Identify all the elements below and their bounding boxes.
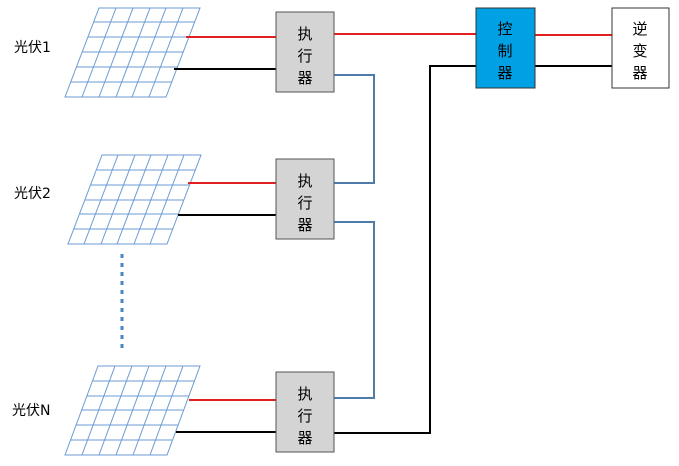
inverter-char-3: 器	[632, 64, 647, 82]
pv-label-2: 光伏2	[14, 186, 51, 202]
controller-char-2: 制	[497, 42, 512, 60]
output-negative-wire	[334, 65, 476, 434]
actuator-n: 执 行 器	[275, 371, 335, 453]
pv-panel-1	[64, 7, 201, 98]
actuator-2-char-1: 执	[297, 172, 312, 190]
inverter-char-1: 逆	[632, 20, 647, 38]
pv-panel-n	[64, 365, 201, 456]
controller-char-1: 控	[497, 20, 512, 38]
actuator-1-char-1: 执	[297, 25, 312, 43]
actuator-1: 执 行 器	[275, 11, 335, 93]
controller-box: 控 制 器	[475, 7, 536, 89]
actuator-2-char-2: 行	[297, 194, 312, 212]
inverter-char-2: 变	[632, 42, 647, 60]
actuator-1-char-3: 器	[297, 69, 312, 87]
pv-label-n: 光伏N	[12, 403, 50, 419]
inverter-box: 逆 变 器	[611, 7, 670, 89]
controller-char-3: 器	[497, 64, 512, 82]
actuator-n-char-3: 器	[297, 429, 312, 447]
pv-panel-2	[67, 154, 202, 245]
actuator-2-char-3: 器	[297, 216, 312, 234]
actuator-n-char-1: 执	[297, 385, 312, 403]
actuator-2: 执 行 器	[275, 158, 335, 240]
series-wire-1-2	[334, 74, 375, 184]
actuator-1-char-2: 行	[297, 47, 312, 65]
actuator-n-char-2: 行	[297, 407, 312, 425]
series-wire-2-n	[334, 221, 375, 399]
pv-label-1: 光伏1	[14, 40, 51, 56]
